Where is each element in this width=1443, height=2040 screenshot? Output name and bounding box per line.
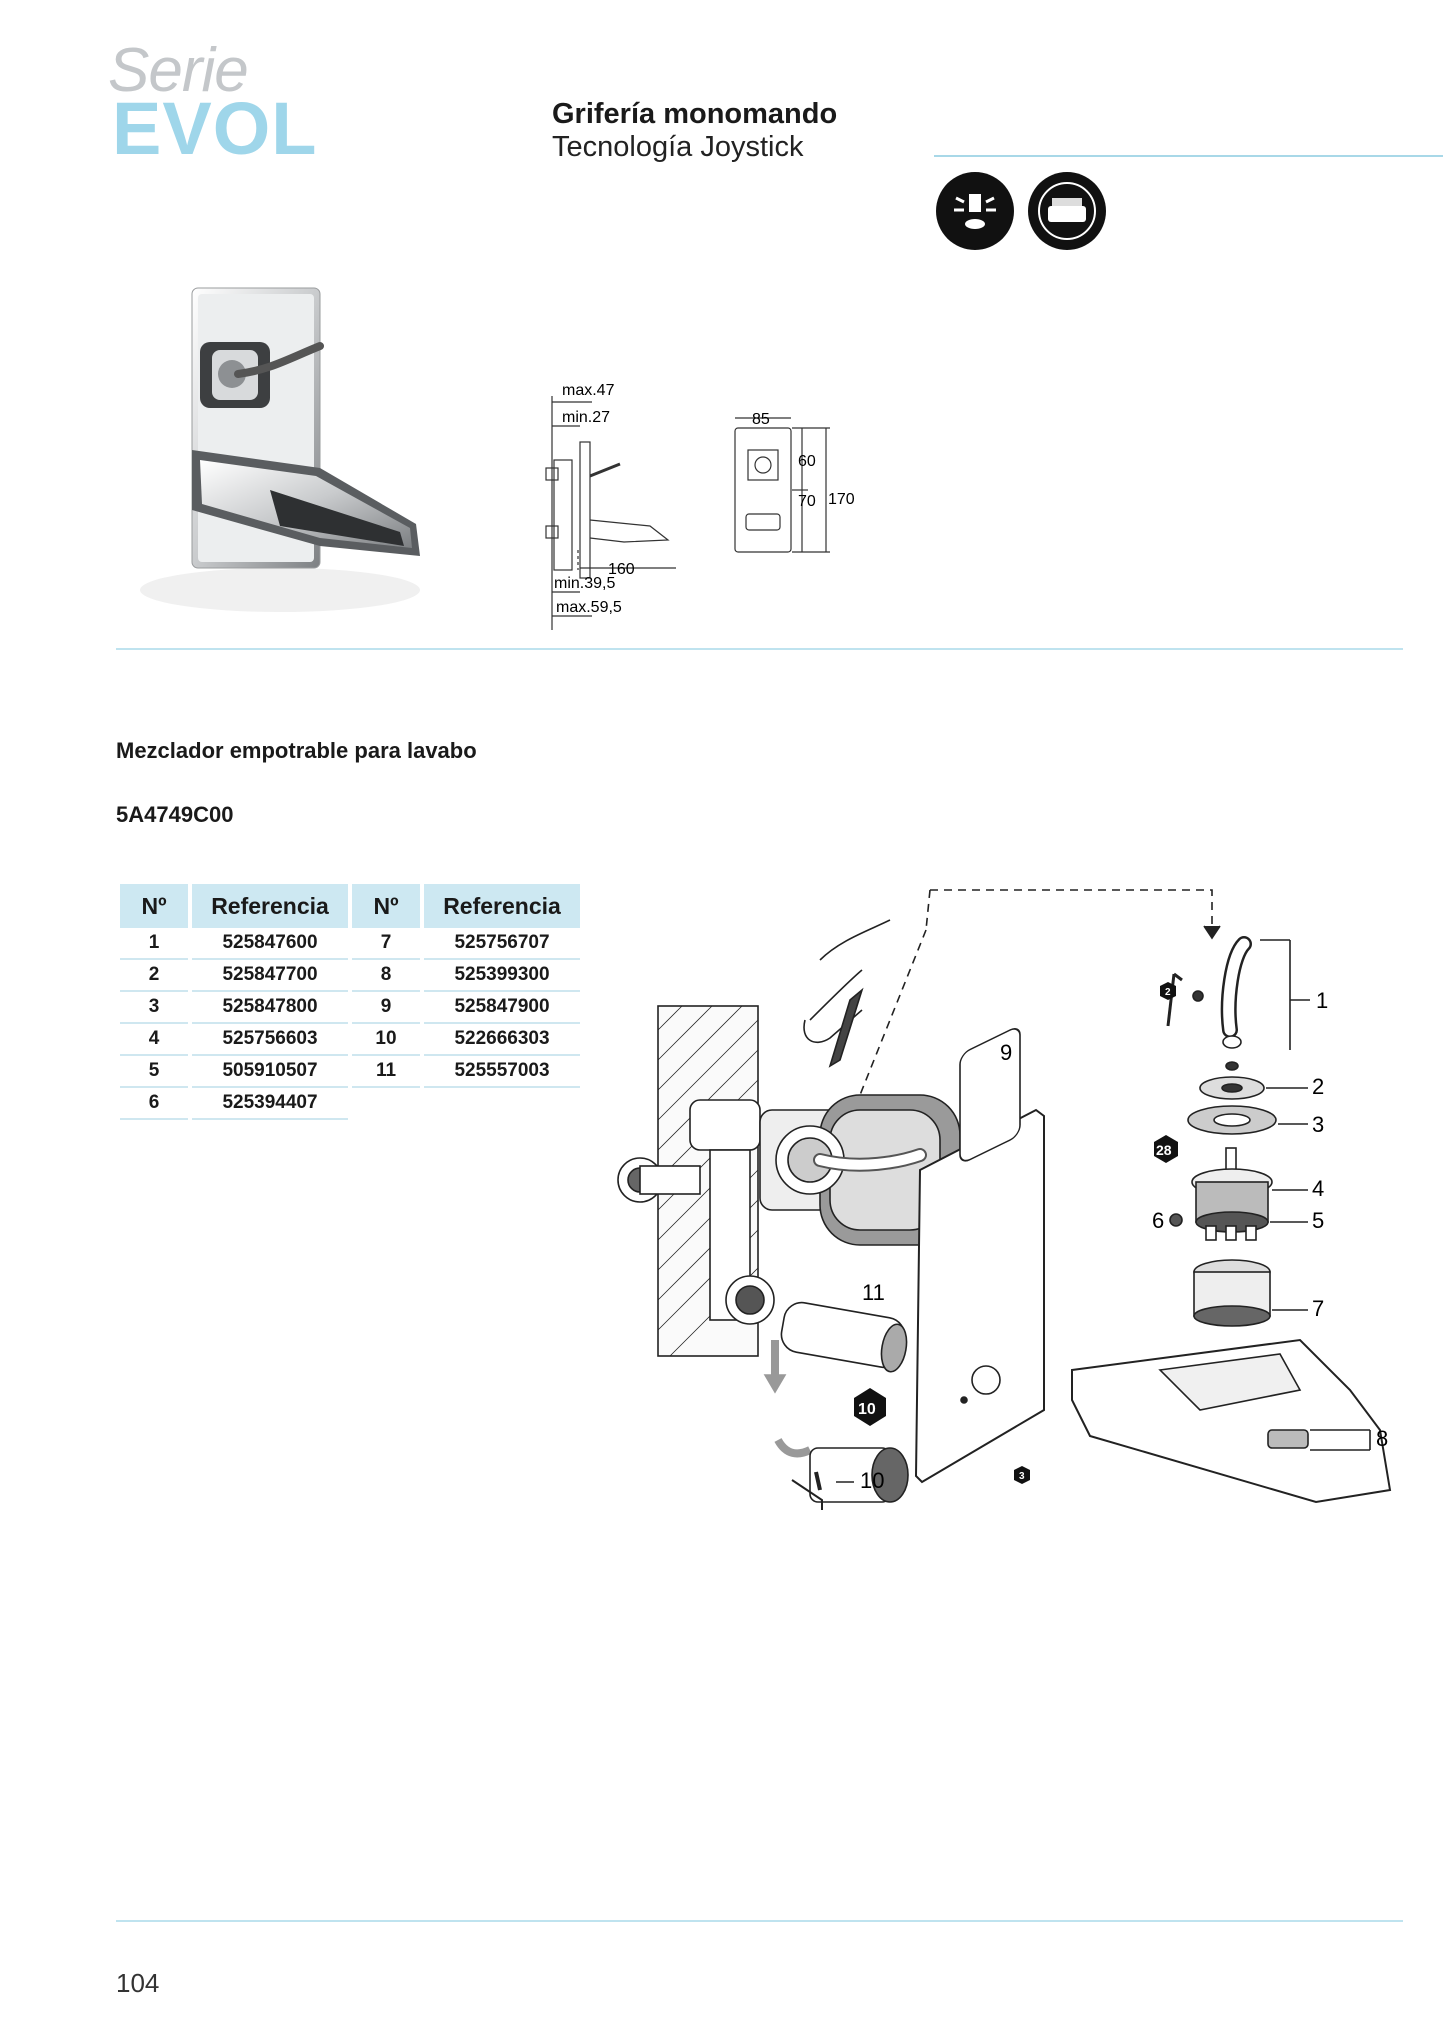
water-saving-icon — [936, 172, 1014, 250]
badge-3: 3 — [1014, 1466, 1030, 1484]
cell-no: 11 — [352, 1056, 420, 1088]
col-header-ref: Referencia — [424, 884, 580, 928]
product-name: Mezclador empotrable para lavabo — [116, 738, 477, 763]
callout-3: 3 — [1312, 1112, 1324, 1137]
cell-ref: 525756603 — [192, 1024, 348, 1056]
col-header-no: Nº — [120, 884, 188, 928]
table-row: 5 505910507 11 525557003 — [120, 1056, 580, 1088]
cell-no: 1 — [120, 928, 188, 960]
cell-ref: 525394407 — [192, 1088, 348, 1120]
callout-7: 7 — [1312, 1296, 1324, 1321]
cell-no: 7 — [352, 928, 420, 960]
reference-table: Nº Referencia Nº Referencia 1 525847600 … — [116, 884, 584, 1120]
callout-10: 10 — [860, 1468, 884, 1493]
table-row: 6 525394407 — [120, 1088, 580, 1120]
svg-text:2: 2 — [1165, 987, 1171, 998]
callout-2: 2 — [1312, 1074, 1324, 1099]
brand-serie: Serie — [108, 36, 249, 105]
table-row: 2 525847700 8 525399300 — [120, 960, 580, 992]
cell-no: 8 — [352, 960, 420, 992]
table-row: 3 525847800 9 525847900 — [120, 992, 580, 1024]
table-row: 1 525847600 7 525756707 — [120, 928, 580, 960]
cell-no: 10 — [352, 1024, 420, 1056]
callout-8: 8 — [1376, 1426, 1388, 1451]
col-header-ref: Referencia — [192, 884, 348, 928]
dim-60: 60 — [798, 453, 816, 470]
footer-rule — [116, 1920, 1403, 1922]
dim-min27: min.27 — [562, 409, 610, 426]
dimension-drawing: max.47 min.27 160 min.39,5 max.59,5 85 6… — [545, 382, 855, 630]
cell-no: 2 — [120, 960, 188, 992]
svg-text:28: 28 — [1156, 1142, 1172, 1158]
dim-max59-5: max.59,5 — [556, 599, 622, 616]
cell-no: 9 — [352, 992, 420, 1024]
callout-5: 5 — [1312, 1208, 1324, 1233]
cell-no — [352, 1088, 420, 1120]
section-subtitle: Tecnología Joystick — [552, 131, 804, 163]
cell-no: 6 — [120, 1088, 188, 1120]
cell-ref: 525847900 — [424, 992, 580, 1024]
product-code: 5A4749C00 — [116, 802, 234, 827]
click-cartridge-icon — [1028, 172, 1106, 250]
cell-ref: 525847600 — [192, 928, 348, 960]
cell-ref: 505910507 — [192, 1056, 348, 1088]
cell-ref: 525847800 — [192, 992, 348, 1024]
exploded-view-diagram: 1 2 3 4 5 6 7 8 9 10 11 2 28 10 3 — [617, 889, 1392, 1510]
section-rule — [116, 648, 1403, 650]
cell-ref: 525847700 — [192, 960, 348, 992]
cell-ref — [424, 1088, 580, 1120]
section-title: Grifería monomando — [552, 98, 838, 130]
cell-ref: 525557003 — [424, 1056, 580, 1088]
cell-no: 3 — [120, 992, 188, 1024]
badge-28: 28 — [1154, 1135, 1178, 1163]
cell-ref: 522666303 — [424, 1024, 580, 1056]
brand-name: EVOL — [112, 87, 318, 170]
svg-text:3: 3 — [1019, 1471, 1025, 1482]
table-row: 4 525756603 10 522666303 — [120, 1024, 580, 1056]
badge-2: 2 — [1160, 982, 1176, 1000]
callout-1: 1 — [1316, 988, 1328, 1013]
badge-10: 10 — [854, 1388, 886, 1426]
svg-text:10: 10 — [858, 1401, 876, 1418]
header-rule — [934, 155, 1443, 157]
page-number: 104 — [116, 1968, 160, 1998]
table-header-row: Nº Referencia Nº Referencia — [120, 884, 580, 928]
callout-6: 6 — [1152, 1208, 1164, 1233]
dim-160: 160 — [608, 561, 635, 578]
cell-no: 4 — [120, 1024, 188, 1056]
col-header-no: Nº — [352, 884, 420, 928]
product-photo — [140, 287, 420, 612]
callout-9: 9 — [1000, 1040, 1012, 1065]
dim-min39-5: min.39,5 — [554, 575, 615, 592]
cell-ref: 525399300 — [424, 960, 580, 992]
dim-70: 70 — [798, 493, 816, 510]
dim-max47: max.47 — [562, 382, 615, 399]
dim-170: 170 — [828, 491, 855, 508]
cell-ref: 525756707 — [424, 928, 580, 960]
cell-no: 5 — [120, 1056, 188, 1088]
callout-11: 11 — [862, 1280, 885, 1305]
callout-4: 4 — [1312, 1176, 1324, 1201]
dim-85: 85 — [752, 411, 770, 428]
